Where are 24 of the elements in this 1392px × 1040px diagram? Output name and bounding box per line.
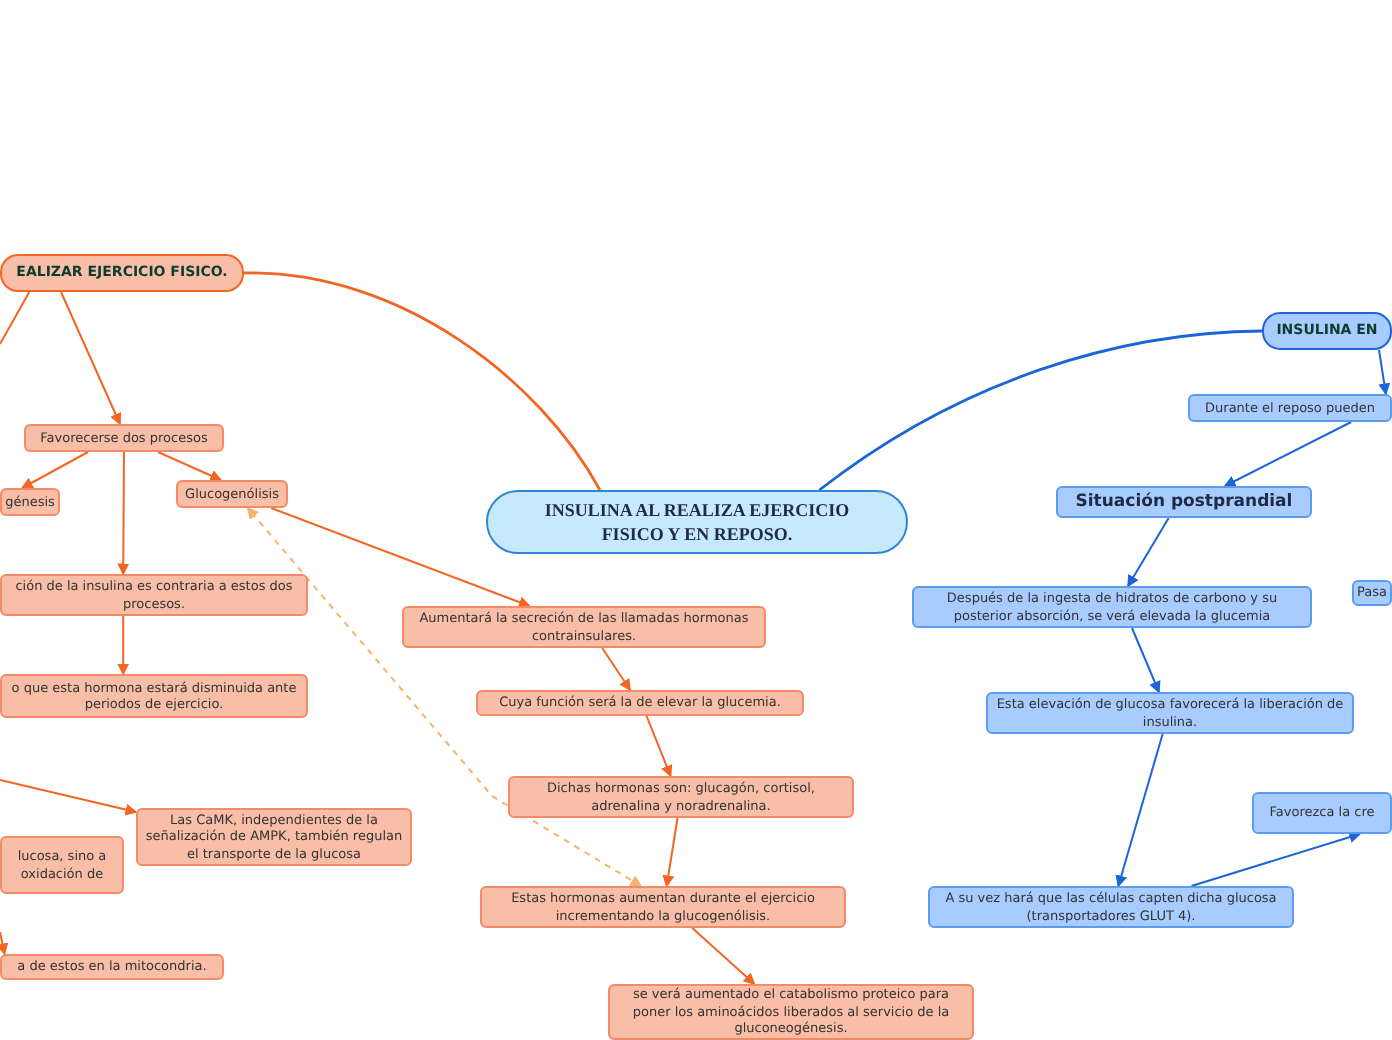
- arrow: [645, 715, 673, 778]
- connector-line: [0, 291, 31, 345]
- arrow: [1378, 349, 1391, 396]
- arrow: [60, 291, 122, 426]
- arrow: [270, 507, 531, 608]
- arrow: [691, 927, 756, 985]
- arrow: [20, 451, 89, 489]
- arrow: [0, 931, 9, 956]
- subtopic-box: Situación postprandial: [1056, 486, 1312, 518]
- arrow: [117, 451, 130, 576]
- arrow: [1131, 627, 1161, 694]
- arrow: [601, 647, 632, 692]
- connector-line: [818, 329, 1263, 492]
- arrow: [0, 779, 138, 816]
- arrow: [1115, 733, 1164, 888]
- arrow: [157, 451, 223, 482]
- arrow: [662, 817, 679, 888]
- arrow: [117, 615, 130, 676]
- arrow: [1127, 517, 1170, 588]
- arrow: [1223, 421, 1353, 487]
- arrow: [246, 506, 643, 887]
- connector-line: [243, 271, 602, 491]
- arrow: [1190, 831, 1362, 887]
- central-topic-box: INSULINA AL REALIZA EJERCICIO FISICO Y EN REPOSO.: [486, 490, 908, 554]
